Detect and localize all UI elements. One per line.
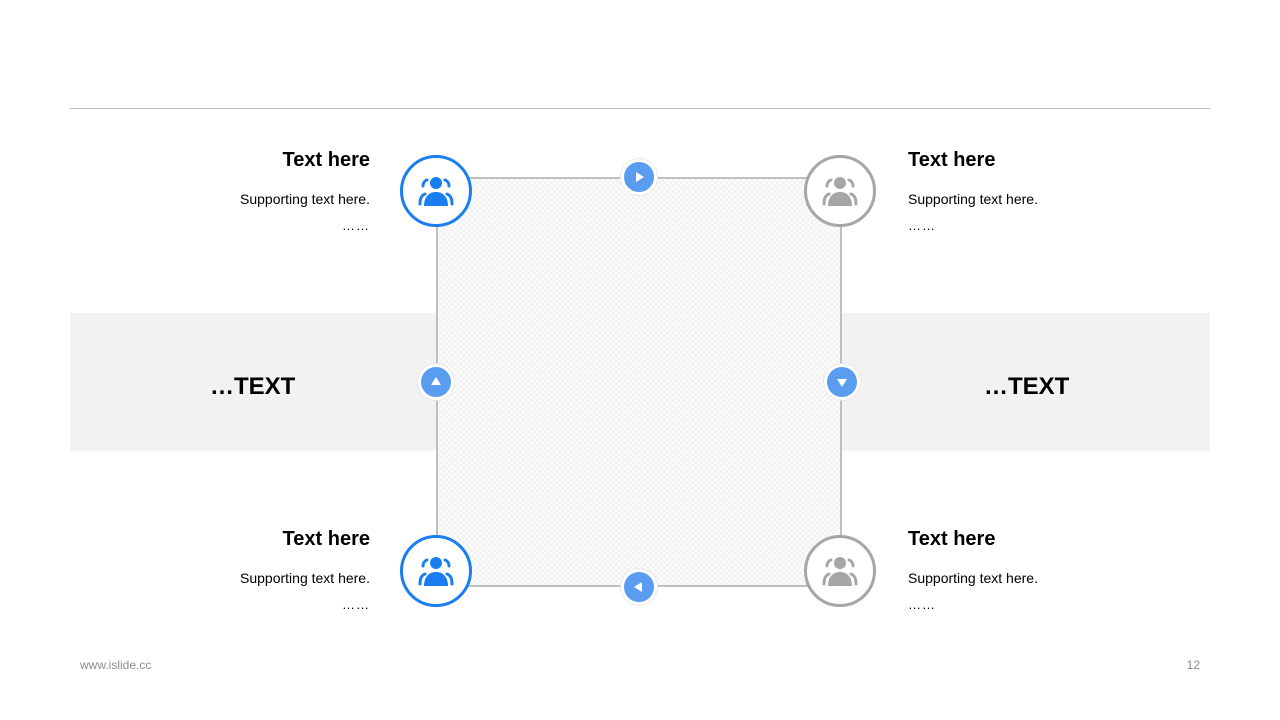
band-right-text: …TEXT <box>984 373 1070 400</box>
top-right-title: Text here <box>908 149 996 171</box>
bottom-right-subtitle: Supporting text here. <box>908 570 1038 586</box>
top-right-subtitle: Supporting text here. <box>908 191 1038 207</box>
top-left-dots: …… <box>342 218 370 233</box>
node-bottom-right <box>804 535 876 607</box>
arrow-right-icon <box>621 159 657 195</box>
arrow-left-icon <box>621 569 657 605</box>
users-icon <box>822 177 858 206</box>
bottom-left-title: Text here <box>282 528 370 550</box>
users-icon <box>418 557 454 586</box>
node-top-right <box>804 155 876 227</box>
arrow-up-icon <box>418 364 454 400</box>
page-number: 12 <box>1186 658 1200 672</box>
top-right-dots: …… <box>908 218 936 233</box>
footer-url: www.islide.cc <box>80 658 152 672</box>
band-left-text: …TEXT <box>210 373 296 400</box>
cycle-square <box>436 177 842 587</box>
bottom-left-dots: …… <box>342 597 370 612</box>
node-top-left <box>400 155 472 227</box>
node-bottom-left <box>400 535 472 607</box>
top-left-title: Text here <box>282 149 370 171</box>
bottom-left-subtitle: Supporting text here. <box>240 570 370 586</box>
users-icon <box>822 557 858 586</box>
users-icon <box>418 177 454 206</box>
top-left-subtitle: Supporting text here. <box>240 191 370 207</box>
bottom-right-dots: …… <box>908 597 936 612</box>
top-divider <box>70 108 1210 109</box>
arrow-down-icon <box>824 364 860 400</box>
bottom-right-title: Text here <box>908 528 996 550</box>
